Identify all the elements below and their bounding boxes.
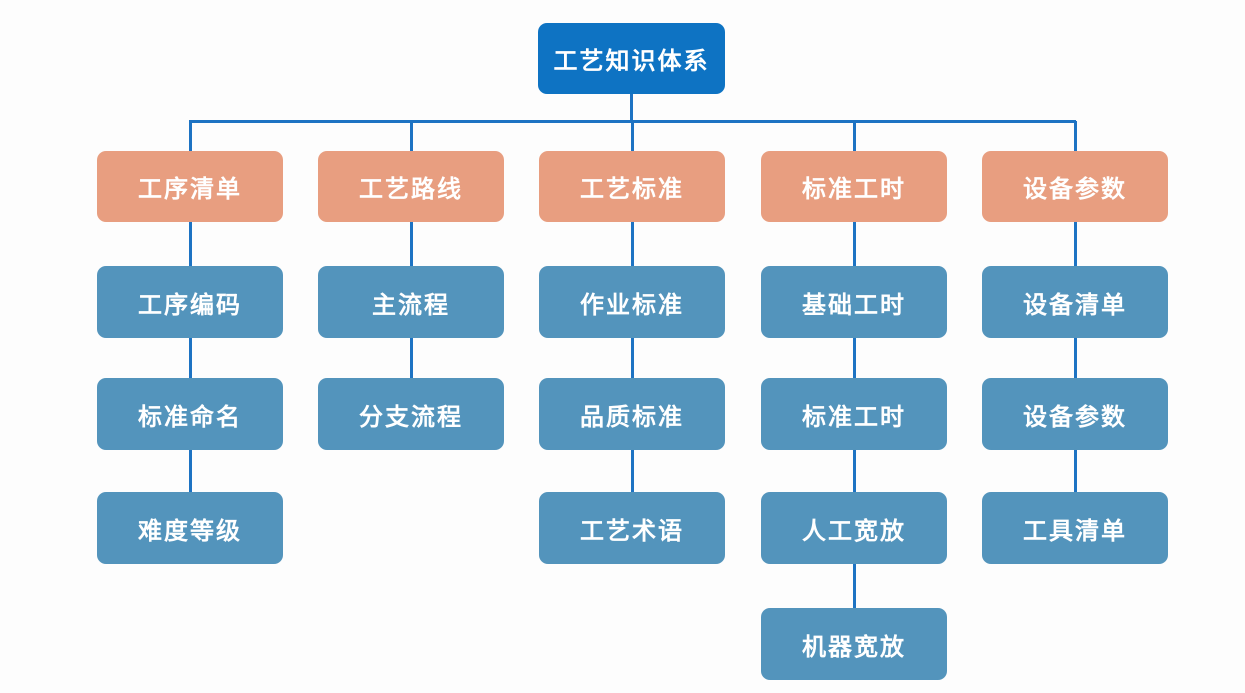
node-difficulty-level: 难度等级 bbox=[97, 492, 283, 564]
node-manual-allowance: 人工宽放 bbox=[761, 492, 947, 564]
node-standard-hours: 标准工时 bbox=[761, 378, 947, 450]
node-equipment-list: 设备清单 bbox=[982, 266, 1168, 338]
node-root: 工艺知识体系 bbox=[538, 23, 725, 94]
node-category-process-route: 工艺路线 bbox=[318, 151, 504, 222]
node-quality-standard: 品质标准 bbox=[539, 378, 725, 450]
node-tool-list: 工具清单 bbox=[982, 492, 1168, 564]
connector-root-stem bbox=[630, 92, 633, 123]
node-machine-allowance: 机器宽放 bbox=[761, 608, 947, 680]
node-category-process-standard: 工艺标准 bbox=[539, 151, 725, 222]
node-category-standard-hours: 标准工时 bbox=[761, 151, 947, 222]
node-operation-standard: 作业标准 bbox=[539, 266, 725, 338]
node-basic-hours: 基础工时 bbox=[761, 266, 947, 338]
node-category-equipment-params: 设备参数 bbox=[982, 151, 1168, 222]
node-branch-flow: 分支流程 bbox=[318, 378, 504, 450]
node-process-code: 工序编码 bbox=[97, 266, 283, 338]
node-standard-naming: 标准命名 bbox=[97, 378, 283, 450]
node-main-flow: 主流程 bbox=[318, 266, 504, 338]
node-process-terminology: 工艺术语 bbox=[539, 492, 725, 564]
node-equipment-params: 设备参数 bbox=[982, 378, 1168, 450]
node-category-process-list: 工序清单 bbox=[97, 151, 283, 222]
